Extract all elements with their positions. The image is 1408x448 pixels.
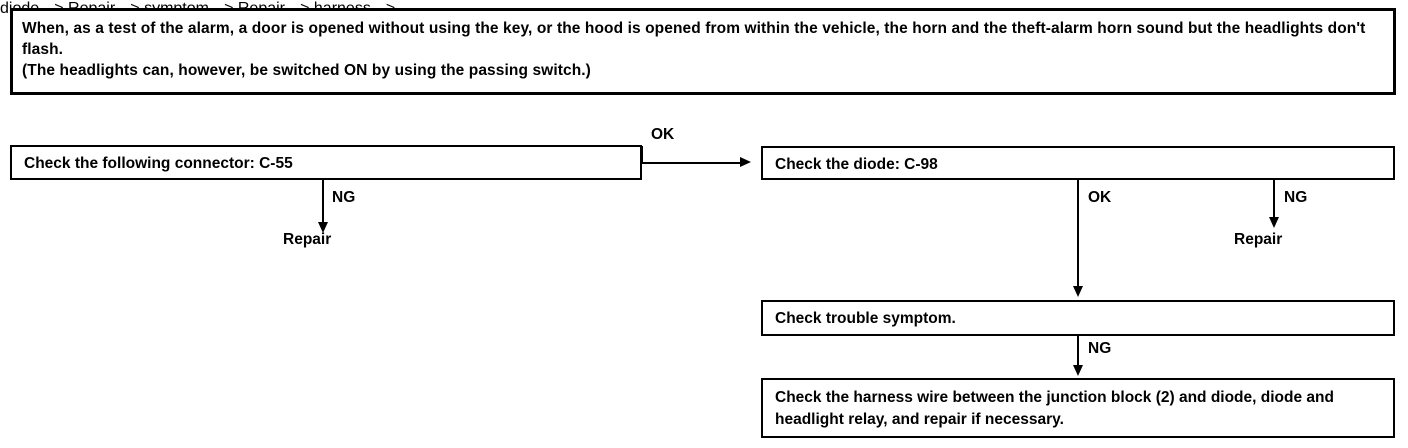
edge-diode-to-symptom-line [1077, 180, 1079, 288]
flowchart-box-check-harness-wire: Check the harness wire between the junct… [761, 378, 1395, 438]
edge-connector-to-repair-line [322, 180, 324, 226]
flowchart-box-check-trouble-symptom: Check trouble symptom. [761, 300, 1395, 336]
arrow-down-icon [1073, 365, 1083, 376]
flowchart-box-check-connector: Check the following connector: C-55 [10, 145, 642, 180]
symptom-description-box: When, as a test of the alarm, a door is … [10, 8, 1396, 95]
flowchart-box-check-diode: Check the diode: C-98 [761, 146, 1395, 180]
terminal-repair-2: Repair [1234, 231, 1283, 248]
flowchart-box-check-trouble-symptom-text: Check trouble symptom. [775, 310, 956, 327]
edge-label-ok-connector-to-diode: OK [651, 126, 675, 143]
edge-diode-to-repair-line [1273, 180, 1275, 221]
symptom-description-text: When, as a test of the alarm, a door is … [22, 20, 1366, 79]
flowchart-box-check-connector-text: Check the following connector: C-55 [24, 155, 293, 172]
edge-symptom-to-harness-line [1077, 336, 1079, 368]
edge-label-ng-connector-to-repair: NG [332, 189, 356, 206]
flowchart-box-check-harness-wire-text: Check the harness wire between the junct… [775, 389, 1334, 428]
arrow-down-icon [318, 222, 328, 233]
arrow-down-icon [1073, 286, 1083, 297]
edge-label-ng-diode-to-repair: NG [1284, 189, 1308, 206]
edge-label-ok-diode-to-symptom: OK [1088, 189, 1112, 206]
edge-connector-to-diode-stub [641, 146, 643, 164]
edge-connector-to-diode-line [641, 162, 741, 164]
edge-label-ng-symptom-to-harness: NG [1088, 340, 1112, 357]
terminal-repair-1: Repair [283, 231, 332, 248]
arrow-right-icon [740, 157, 751, 167]
flowchart-box-check-diode-text: Check the diode: C-98 [775, 156, 938, 173]
arrow-down-icon [1269, 217, 1279, 228]
